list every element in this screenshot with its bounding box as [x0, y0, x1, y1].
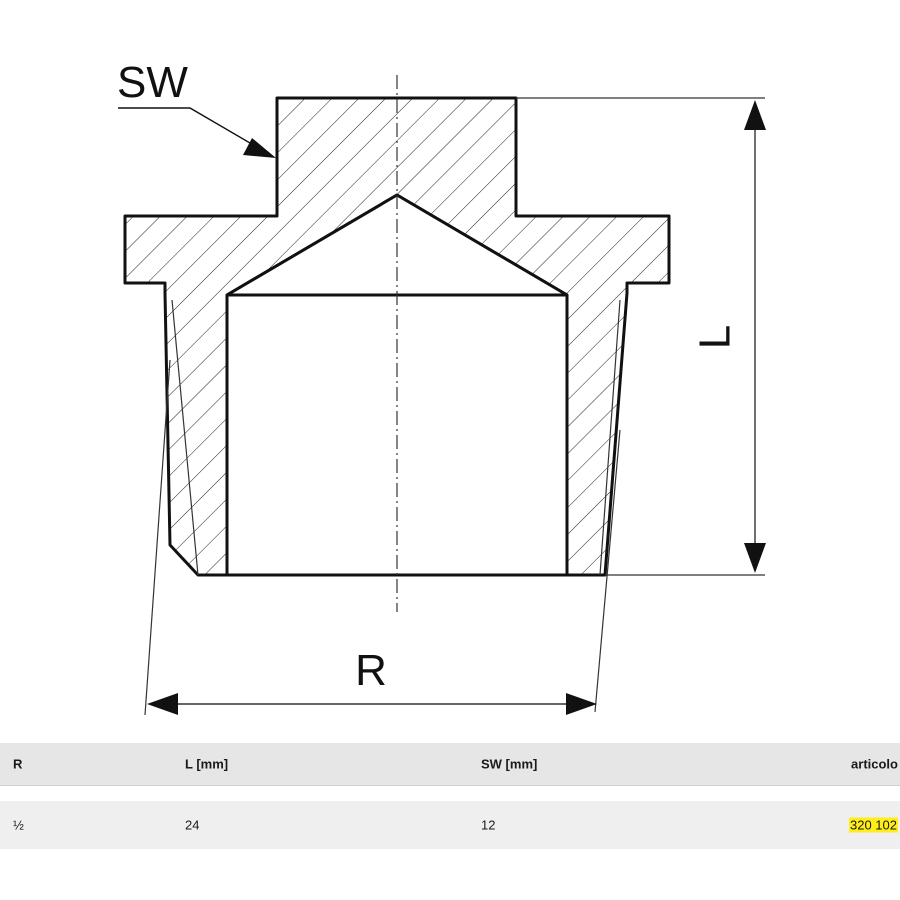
sw-leader-line	[118, 107, 263, 151]
table-header-row: R L [mm] SW [mm] articolo	[0, 743, 900, 786]
cell-l: 24	[185, 817, 200, 833]
articolo-highlight[interactable]: 320 102	[849, 817, 898, 833]
header-l: L [mm]	[185, 756, 229, 772]
technical-drawing: SW L R	[117, 58, 766, 716]
cell-sw: 12	[481, 817, 496, 833]
r-extension-left	[144, 359, 171, 716]
r-arrow-left	[147, 693, 178, 715]
label-sw: SW	[117, 58, 188, 107]
l-arrow-top	[744, 100, 766, 130]
spec-table: R L [mm] SW [mm] articolo ½ 24 12 320 10…	[0, 743, 900, 849]
label-l: L	[691, 325, 740, 349]
r-extension-right	[594, 429, 621, 713]
sw-leader-arrow	[243, 138, 276, 158]
table-row: ½ 24 12 320 102	[0, 801, 900, 849]
l-arrow-bottom	[744, 543, 766, 573]
header-articolo: articolo	[851, 756, 898, 772]
label-r: R	[355, 646, 387, 695]
header-sw: SW [mm]	[481, 756, 538, 772]
thread-line-right	[599, 299, 621, 576]
r-arrow-right	[566, 693, 597, 715]
table-spacer	[0, 786, 900, 801]
cell-articolo[interactable]: 320 102	[849, 817, 898, 833]
header-r: R	[13, 756, 23, 772]
inner-bore-outline	[225, 193, 569, 577]
thread-line-left	[171, 299, 199, 576]
cell-r: ½	[13, 817, 24, 833]
